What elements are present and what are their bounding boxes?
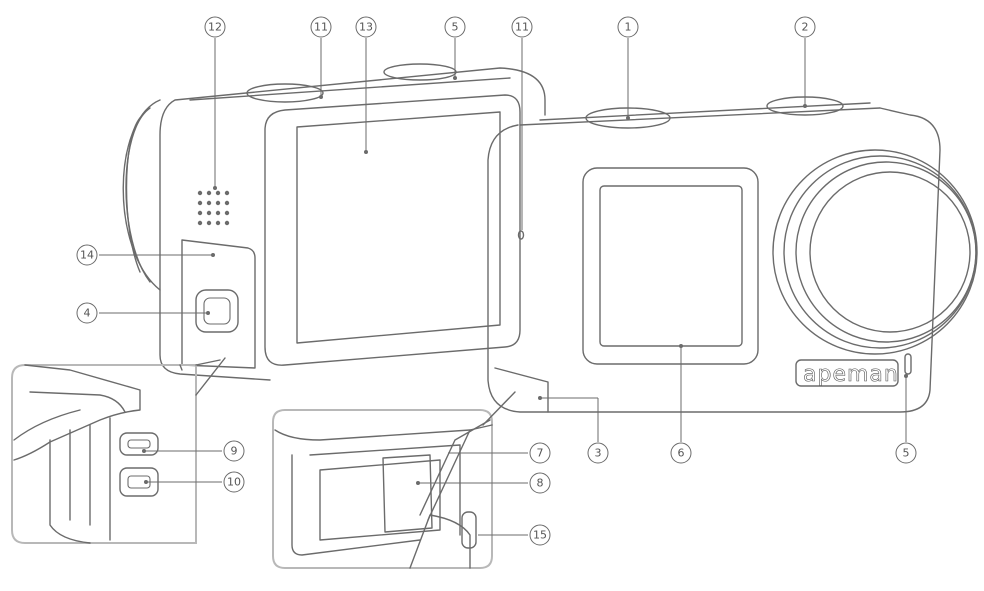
svg-text:4: 4	[84, 307, 91, 320]
svg-text:11: 11	[314, 21, 328, 34]
rear-touchscreen	[296, 111, 501, 344]
rear-screen-frame	[264, 94, 521, 366]
leader-lines	[99, 38, 908, 536]
rear-top-button-left	[246, 83, 324, 103]
callout-1: 1	[617, 16, 639, 38]
callout-11-front: 11	[511, 16, 533, 38]
ports-inset	[11, 359, 221, 544]
front-screen	[599, 185, 743, 347]
callout-10: 10	[223, 471, 245, 493]
svg-text:14: 14	[80, 249, 94, 262]
svg-text:12: 12	[208, 21, 222, 34]
svg-text:13: 13	[359, 21, 373, 34]
microphone-hole	[517, 230, 525, 240]
speaker-grille	[197, 190, 230, 226]
svg-text:7: 7	[537, 447, 544, 460]
rear-body-outline	[159, 67, 546, 381]
svg-text:2: 2	[802, 21, 809, 34]
callout-9: 9	[223, 440, 245, 462]
callout-5-top: 5	[444, 16, 466, 38]
rear-top-button-right	[383, 63, 457, 81]
front-camera-view: apeman	[487, 96, 978, 413]
sd-card	[382, 454, 433, 533]
svg-text:5: 5	[452, 21, 459, 34]
battery-lock-slider	[461, 511, 477, 549]
status-light	[904, 353, 912, 375]
callout-12: 12	[204, 16, 226, 38]
brand-plate	[795, 359, 899, 387]
callout-5-front: 5	[895, 442, 917, 464]
camera-lens	[772, 149, 978, 355]
power-button	[195, 289, 239, 333]
battery-inset	[272, 409, 493, 569]
front-screen-frame	[582, 167, 759, 365]
callout-2: 2	[794, 16, 816, 38]
battery	[319, 459, 441, 541]
callout-14: 14	[76, 244, 98, 266]
usb-c-port	[119, 432, 159, 456]
callout-3: 3	[587, 442, 609, 464]
brand-logo: apeman	[803, 362, 899, 387]
front-body-outline	[487, 107, 941, 413]
callout-6: 6	[670, 442, 692, 464]
svg-text:5: 5	[903, 447, 910, 460]
svg-text:3: 3	[595, 447, 602, 460]
svg-text:8: 8	[537, 477, 544, 490]
callout-8: 8	[529, 472, 551, 494]
side-port-door	[181, 239, 256, 369]
svg-text:15: 15	[533, 529, 547, 542]
svg-text:9: 9	[231, 445, 238, 458]
svg-text:10: 10	[227, 476, 241, 489]
battery-door	[494, 367, 549, 413]
svg-text:11: 11	[515, 21, 529, 34]
callout-11-rear: 11	[310, 16, 332, 38]
callout-13: 13	[355, 16, 377, 38]
svg-text:6: 6	[678, 447, 685, 460]
rear-camera-view	[122, 63, 546, 381]
callout-15: 15	[529, 524, 551, 546]
svg-text:1: 1	[625, 21, 632, 34]
callout-7: 7	[529, 442, 551, 464]
callout-4: 4	[76, 302, 98, 324]
